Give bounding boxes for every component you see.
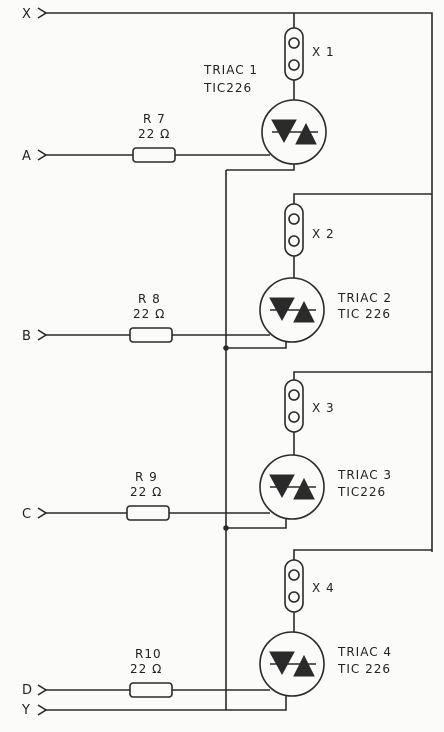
triac-4-symbol-right	[293, 654, 315, 677]
triac-1-symbol-right	[295, 122, 317, 145]
triac-1-mt1	[226, 164, 295, 171]
triac-3-mt1	[226, 519, 287, 529]
connector-x4-pin-b	[288, 591, 300, 603]
triac-2-symbol-right	[293, 300, 315, 323]
connector-x1-pin-b	[288, 59, 300, 71]
triac-4-name: TRIAC 4	[337, 645, 392, 659]
resistor-r9	[126, 505, 170, 521]
terminal-d-label: D	[22, 683, 32, 698]
connector-x4-pin-a	[288, 569, 300, 581]
wire-y-line	[46, 690, 287, 711]
terminal-a-arrow	[37, 149, 48, 161]
triac-2-symbol-left	[269, 297, 295, 322]
triac-3-name: TRIAC 3	[337, 468, 392, 482]
terminal-y-arrow	[37, 704, 48, 716]
connector-x2-pin-a	[288, 213, 300, 225]
terminal-y-label: Y	[21, 703, 30, 718]
terminal-d-arrow	[37, 684, 48, 696]
triac-3-symbol-left	[269, 474, 295, 499]
terminal-x-label: X	[22, 7, 31, 22]
connector-x1-label: X 1	[312, 45, 335, 59]
triac-1-name: TRIAC 1	[203, 63, 258, 77]
resistor-r8-ref: R 8	[138, 292, 161, 306]
connector-x2-pin-b	[288, 235, 300, 247]
triac-2-name: TRIAC 2	[337, 291, 392, 305]
resistor-r8	[129, 327, 173, 343]
connector-x3-label: X 3	[312, 401, 335, 415]
resistor-r10-ref: R10	[135, 647, 162, 661]
resistor-r9-value: 22 Ω	[130, 485, 162, 499]
stage-4: R10 22 Ω X 4 TRIAC 4 TIC 226	[46, 559, 392, 698]
junction-2	[223, 345, 229, 351]
resistor-r10-value: 22 Ω	[130, 662, 162, 676]
connector-x3	[284, 379, 304, 433]
triac-1-symbol-left	[271, 119, 297, 144]
resistor-r7-ref: R 7	[143, 112, 166, 126]
triac-2-mt1	[226, 342, 287, 349]
triac-4-part: TIC 226	[337, 662, 391, 676]
triac-4-symbol-left	[269, 651, 295, 676]
stage-1: R 7 22 Ω X 1 TRIAC 1 TIC226	[46, 27, 335, 171]
resistor-r7	[132, 147, 176, 163]
terminal-b-arrow	[37, 329, 48, 341]
connector-x1	[284, 27, 304, 81]
connector-x4	[284, 559, 304, 613]
triac-3-part: TIC226	[337, 485, 386, 499]
triac-1-part: TIC226	[203, 81, 252, 95]
terminal-x-arrow	[37, 7, 48, 19]
connector-x1-pin-a	[288, 37, 300, 49]
terminal-c-label: C	[22, 507, 31, 522]
wire-x-tap-2	[293, 193, 432, 204]
connector-x3-pin-a	[288, 389, 300, 401]
wire-x-tap-4	[293, 549, 432, 560]
connector-x2	[284, 203, 304, 257]
terminal-c-arrow	[37, 507, 48, 519]
resistor-r7-value: 22 Ω	[138, 127, 170, 141]
connector-x2-label: X 2	[312, 227, 335, 241]
terminal-b-label: B	[22, 329, 31, 344]
connector-x4-label: X 4	[312, 581, 335, 595]
terminal-a-label: A	[22, 149, 31, 164]
triac-2-part: TIC 226	[337, 307, 391, 321]
resistor-r10	[129, 682, 173, 698]
wire-x-tap-3	[293, 371, 432, 380]
resistor-r9-ref: R 9	[135, 470, 158, 484]
stage-3: R 9 22 Ω X 3 TRIAC 3 TIC226	[46, 379, 392, 531]
junction-3	[223, 525, 229, 531]
stage-2: R 8 22 Ω X 2 TRIAC 2 TIC 226	[46, 203, 392, 351]
resistor-r8-value: 22 Ω	[133, 307, 165, 321]
triac-3-symbol-right	[293, 477, 315, 500]
connector-x3-pin-b	[288, 411, 300, 423]
